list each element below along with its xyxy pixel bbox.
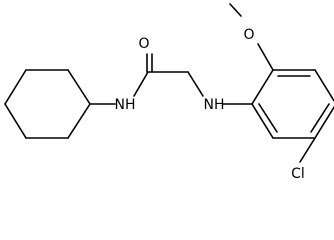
bond [67, 103, 91, 139]
bond [4, 69, 27, 105]
bond [257, 43, 274, 71]
cyclohexyl-ring [4, 69, 91, 139]
double-bond [310, 103, 330, 133]
bond [133, 71, 149, 97]
amine-nitrogen-label: NH [204, 97, 225, 113]
carbonyl-oxygen-label: O [138, 36, 149, 52]
molecule-structure: O NH NH O Cl [4, 3, 334, 182]
bond [4, 103, 27, 139]
bond [314, 105, 334, 139]
bond [314, 69, 334, 103]
amide-nitrogen-label: NH [115, 97, 136, 113]
bond [251, 69, 274, 105]
bond [299, 137, 316, 163]
chlorine-label: Cl [291, 166, 305, 182]
bond [251, 103, 274, 139]
benzene-ring [251, 69, 334, 139]
methoxy-oxygen-label: O [243, 27, 254, 43]
double-bond [258, 103, 278, 133]
bond [187, 71, 204, 97]
bond [67, 69, 91, 105]
bond [229, 3, 242, 17]
